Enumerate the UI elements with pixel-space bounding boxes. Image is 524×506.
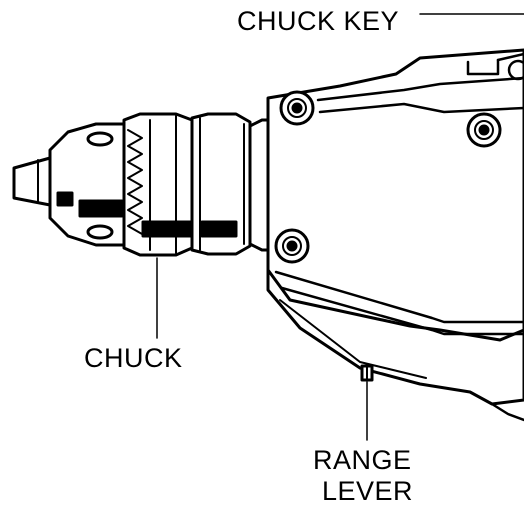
screw-top-middle — [466, 112, 502, 148]
chuck-sleeve — [190, 112, 252, 256]
chuck-nose — [48, 122, 126, 247]
chuck-key-label: CHUCK KEY — [237, 6, 400, 36]
screw-bottom-left — [274, 228, 310, 264]
handle-lower-body — [266, 268, 524, 422]
drill-housing — [266, 48, 524, 342]
screw-top-left — [279, 90, 315, 126]
range-lever-label-line1: RANGE — [313, 445, 412, 475]
range-lever — [360, 364, 374, 382]
chuck-gear-collar — [122, 112, 194, 257]
range-lever-label-line2: LEVER — [322, 476, 414, 506]
chuck-base-ring — [248, 118, 270, 252]
drill-bit-tip — [12, 156, 52, 207]
chuck-label: CHUCK — [84, 343, 183, 373]
